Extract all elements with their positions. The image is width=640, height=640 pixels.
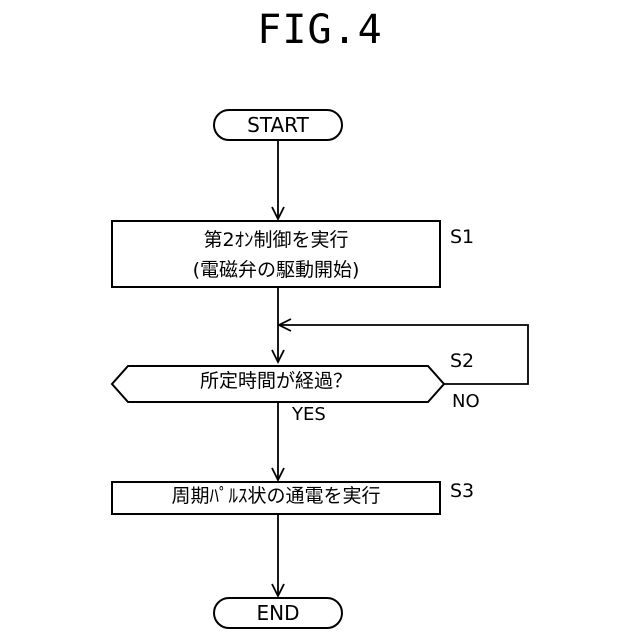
s2-question: 所定時間が経過？ — [112, 372, 440, 391]
start-label: START — [214, 115, 342, 135]
step-label-s3: S3 — [450, 482, 474, 501]
step-label-s2: S2 — [450, 352, 474, 371]
no-label: NO — [452, 393, 480, 411]
yes-label: YES — [292, 406, 326, 424]
s3-text: 周期ﾊﾟﾙｽ状の通電を実行 — [112, 487, 440, 506]
figure-title: FIG.4 — [0, 10, 640, 50]
s1-text: 第2ｵﾝ制御を実行 (電磁弁の駆動開始) — [112, 225, 440, 285]
s1-line-1: 第2ｵﾝ制御を実行 — [112, 225, 440, 255]
end-label: END — [214, 603, 342, 623]
s1-line-2: (電磁弁の駆動開始) — [112, 255, 440, 285]
step-label-s1: S1 — [450, 228, 474, 247]
